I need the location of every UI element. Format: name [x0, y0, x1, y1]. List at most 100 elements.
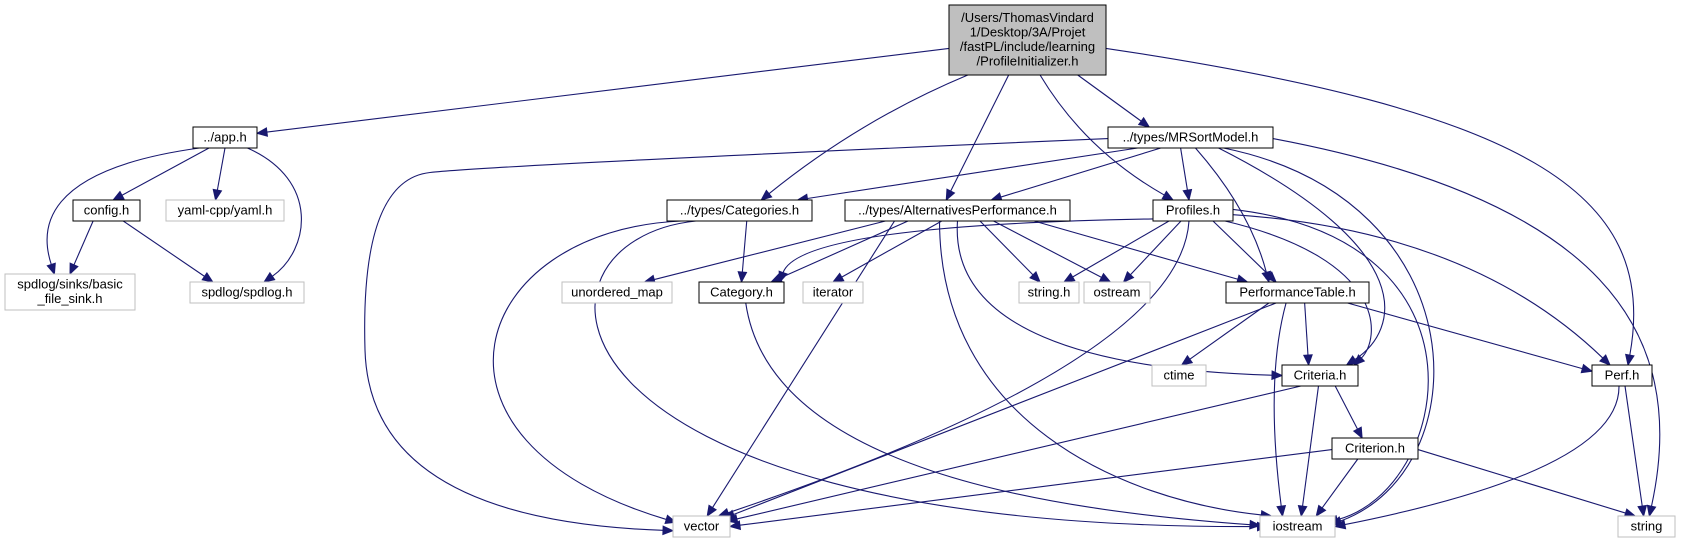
- node-spdlog: spdlog/spdlog.h: [189, 281, 305, 304]
- node-box: [1083, 281, 1151, 304]
- node-yaml: yaml-cpp/yaml.h: [165, 199, 285, 222]
- edge-categories-to-category: [737, 220, 748, 284]
- node-perftable[interactable]: PerformanceTable.h: [1225, 281, 1370, 304]
- edge-perftable-to-perf: [1347, 302, 1594, 374]
- edge-criteria-to-criterion: [1334, 385, 1363, 440]
- edges-layer: [46, 47, 1661, 536]
- edge-arrowhead: [737, 271, 748, 284]
- edge-arrowhead: [706, 504, 718, 518]
- edge-arrowhead: [1297, 504, 1308, 518]
- node-label: Perf.h: [1605, 367, 1640, 382]
- node-config[interactable]: config.h: [72, 199, 141, 222]
- edge-profiles-to-perftable: [1212, 220, 1277, 283]
- node-label: config.h: [84, 202, 130, 217]
- node-unordered: unordered_map: [561, 281, 673, 304]
- node-label: iostream: [1273, 518, 1323, 533]
- node-label: Criteria.h: [1294, 367, 1347, 382]
- node-box: [1151, 364, 1207, 387]
- edge-arrowhead: [201, 271, 214, 283]
- edge-config-to-spdlog: [122, 220, 214, 283]
- edge-arrowhead: [1580, 363, 1594, 374]
- edge-perftable-to-ctime: [1180, 302, 1270, 366]
- node-label: PerformanceTable.h: [1239, 284, 1355, 299]
- node-box: [1281, 364, 1359, 387]
- node-label: ctime: [1163, 367, 1194, 382]
- edge-root-to-categories: [760, 74, 969, 201]
- node-label: _file_sink.h: [36, 291, 102, 306]
- node-box: [1591, 364, 1653, 387]
- node-label: vector: [684, 518, 720, 533]
- node-label: ostream: [1094, 284, 1141, 299]
- edge-mrsort-to-altperf: [990, 147, 1161, 202]
- node-criterion[interactable]: Criterion.h: [1331, 437, 1419, 460]
- node-root[interactable]: /Users/ThomasVindard1/Desktop/3A/Projet/…: [948, 4, 1107, 76]
- node-label: ../app.h: [203, 129, 246, 144]
- edge-altperf-to-vector: [706, 220, 895, 518]
- node-category[interactable]: Category.h: [698, 281, 785, 304]
- edge-root-to-mrsort: [1077, 74, 1151, 128]
- node-profiles[interactable]: Profiles.h: [1152, 199, 1234, 222]
- edge-altperf-to-unordered: [643, 220, 886, 285]
- edge-arrowhead: [46, 262, 56, 276]
- node-label: ../types/Categories.h: [680, 202, 799, 217]
- node-vector: vector: [672, 515, 731, 538]
- edge-perf-to-iostream: [1333, 385, 1620, 530]
- node-label: string: [1631, 518, 1663, 533]
- node-box: [948, 4, 1107, 76]
- edge-altperf-to-ostream: [993, 220, 1112, 283]
- node-label: 1/Desktop/3A/Projet: [970, 25, 1086, 40]
- node-label: unordered_map: [571, 284, 663, 299]
- edge-profiles-to-category: [778, 218, 1154, 284]
- node-label: /ProfileInitializer.h: [977, 54, 1079, 69]
- node-box: [1617, 515, 1676, 538]
- edge-app-to-sinks: [46, 147, 200, 276]
- node-box: [1152, 199, 1234, 222]
- edge-arrowhead: [1345, 355, 1359, 366]
- edge-perftable-to-iostream: [1273, 302, 1287, 518]
- node-label: Criterion.h: [1345, 440, 1405, 455]
- edge-arrowhead: [212, 188, 223, 202]
- node-label: Profiles.h: [1166, 202, 1220, 217]
- edge-arrowhead: [112, 190, 125, 201]
- node-categories[interactable]: ../types/Categories.h: [666, 199, 813, 222]
- node-mrsort[interactable]: ../types/MRSortModel.h: [1107, 126, 1274, 149]
- node-label: spdlog/sinks/basic: [17, 277, 123, 292]
- edge-criterion-to-vector: [728, 449, 1333, 531]
- edge-criteria-to-iostream: [1297, 385, 1320, 518]
- edge-arrowhead: [263, 271, 276, 283]
- edge-root-to-altperf: [945, 74, 1010, 202]
- edge-arrowhead: [778, 270, 788, 284]
- edge-arrowhead: [728, 520, 742, 531]
- edge-altperf-to-stringh: [979, 220, 1041, 283]
- edge-app-to-yaml: [212, 147, 226, 202]
- node-label: Category.h: [710, 284, 773, 299]
- node-perf[interactable]: Perf.h: [1591, 364, 1653, 387]
- edge-arrowhead: [1352, 426, 1363, 440]
- edge-arrowhead: [1271, 370, 1284, 381]
- node-box: [4, 273, 136, 311]
- node-label: ../types/MRSortModel.h: [1123, 129, 1259, 144]
- edge-root-to-perf: [1105, 47, 1635, 367]
- edge-arrowhead: [1599, 354, 1611, 366]
- node-label: ../types/AlternativesPerformance.h: [858, 202, 1057, 217]
- edge-altperf-to-perftable: [1033, 220, 1249, 284]
- node-criteria[interactable]: Criteria.h: [1281, 364, 1359, 387]
- edge-arrowhead: [1098, 272, 1112, 283]
- node-box: [844, 199, 1071, 222]
- node-box: [802, 281, 864, 304]
- node-box: [1107, 126, 1274, 149]
- node-altperf[interactable]: ../types/AlternativesPerformance.h: [844, 199, 1071, 222]
- edge-arrowhead: [69, 262, 79, 276]
- edge-arrowhead: [1637, 504, 1648, 518]
- node-app[interactable]: ../app.h: [192, 126, 258, 149]
- edge-arrowhead: [831, 272, 845, 283]
- edge-arrowhead: [255, 127, 269, 137]
- edge-arrowhead: [1180, 354, 1194, 366]
- edge-perf-to-string: [1624, 385, 1648, 518]
- node-box: [672, 515, 731, 538]
- edge-app-to-spdlog: [247, 147, 302, 283]
- edge-mrsort-to-criteria: [1218, 147, 1386, 366]
- edge-arrowhead: [1333, 519, 1347, 530]
- edge-category-to-iostream: [745, 302, 1262, 530]
- node-ostream: ostream: [1083, 281, 1151, 304]
